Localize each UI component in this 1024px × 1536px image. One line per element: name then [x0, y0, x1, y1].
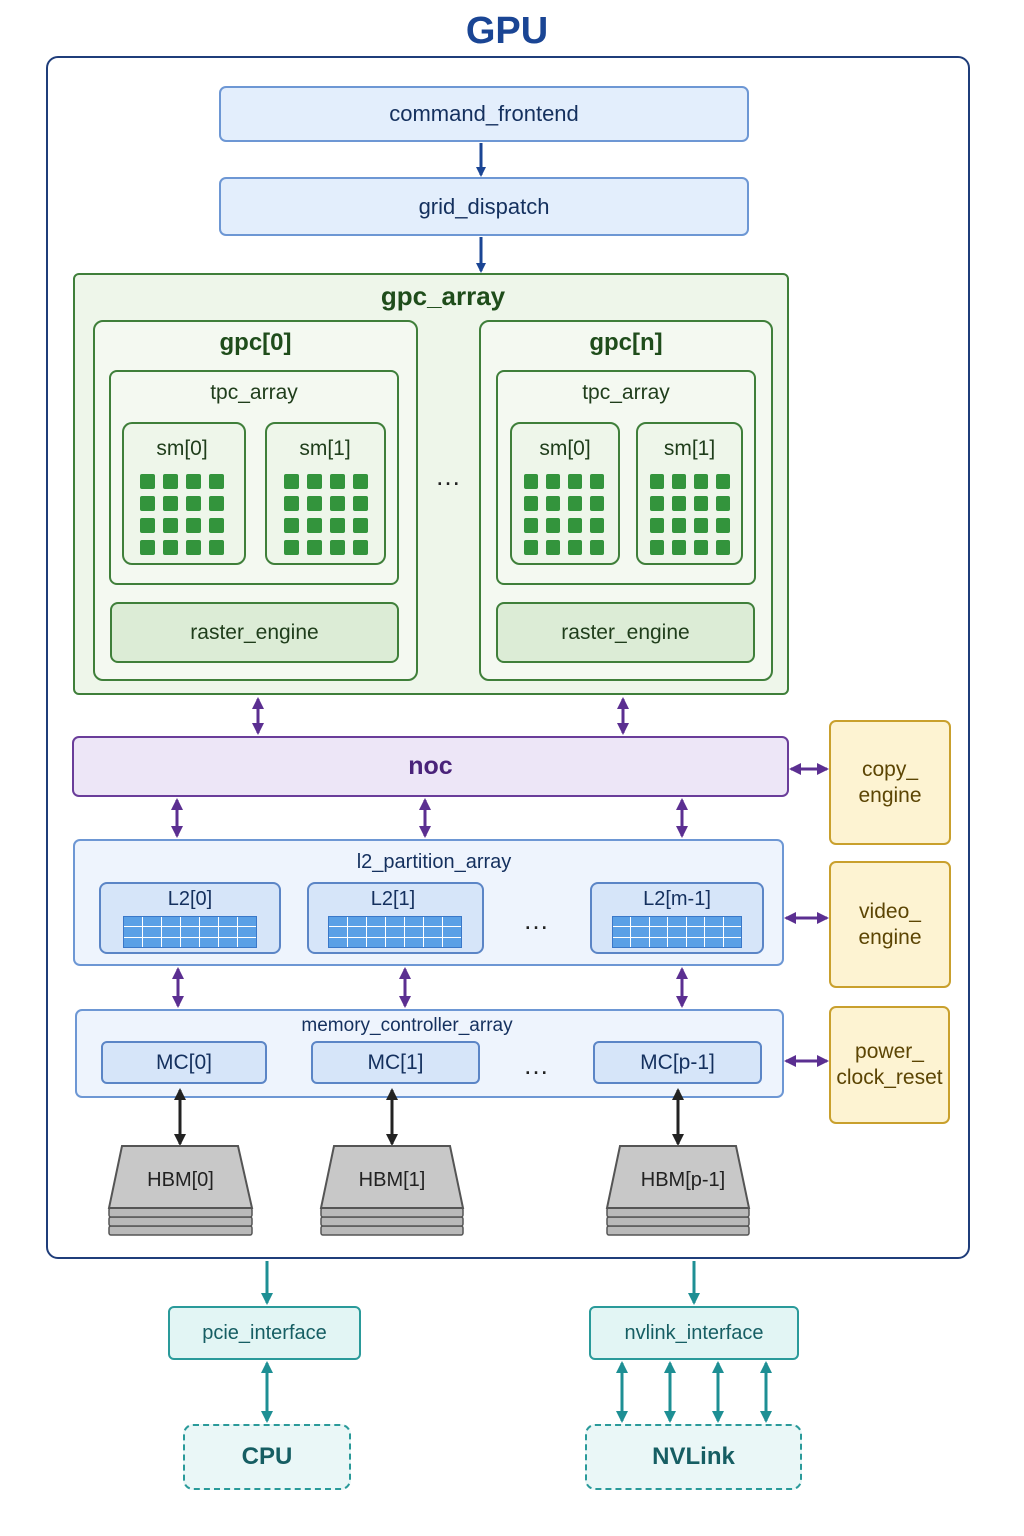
sm-core-grid — [140, 474, 224, 555]
gpc-title: gpc[0] — [219, 329, 292, 356]
noc-block: noc — [72, 736, 789, 797]
grid-dispatch-block: grid_dispatch — [219, 177, 749, 236]
gpc-ellipsis: … — [435, 460, 463, 491]
hbm-label: HBM[p-1] — [640, 1168, 726, 1191]
l2-cache-lines — [328, 916, 462, 948]
hbm-stack-0 — [107, 1145, 254, 1236]
sm-title: sm[1] — [663, 437, 716, 460]
video-engine-label-line2: engine — [858, 925, 922, 949]
l2-partition-title: L2[m-1] — [643, 887, 711, 910]
pcie-interface-block: pcie_interface — [168, 1306, 361, 1360]
copy-engine-block: copy_ engine — [829, 720, 951, 845]
sm-title: sm[1] — [299, 437, 351, 460]
nvlink-external-block: NVLink — [585, 1424, 802, 1490]
command-frontend-block: command_frontend — [219, 86, 749, 142]
copy-engine-label-line1: copy_ — [861, 757, 919, 781]
power-clock-reset-label-line1: power_ — [855, 1040, 924, 1063]
memory-controller-block: MC[1] — [311, 1041, 480, 1084]
memory-controller-block: MC[p-1] — [593, 1041, 762, 1084]
l2-ellipsis: … — [523, 904, 551, 935]
nvlink-interface-block: nvlink_interface — [589, 1306, 799, 1360]
hbm-label: HBM[0] — [147, 1168, 214, 1191]
video-engine-block: video_ engine — [829, 861, 951, 988]
sm-core-grid — [650, 474, 730, 555]
power-clock-reset-block: power_ clock_reset — [829, 1006, 950, 1124]
power-clock-reset-label-line2: clock_reset — [836, 1066, 943, 1089]
memory-controller-block: MC[0] — [101, 1041, 267, 1084]
raster-engine-block: raster_engine — [496, 602, 755, 663]
l2-partition-title: L2[1] — [370, 887, 416, 910]
l2-cache-lines — [123, 916, 257, 948]
sm-title: sm[0] — [539, 437, 591, 460]
hbm-stack-1 — [319, 1145, 465, 1236]
video-engine-label-line1: video_ — [859, 899, 921, 923]
tpc-array-title: tpc_array — [582, 381, 670, 404]
gpc-title: gpc[n] — [589, 329, 663, 356]
hbm-stack-p — [605, 1145, 751, 1236]
cpu-external-block: CPU — [183, 1424, 351, 1490]
sm-core-grid — [284, 474, 368, 555]
gpu-container — [46, 56, 970, 1259]
sm-core-grid — [524, 474, 604, 555]
sm-title: sm[0] — [156, 437, 208, 460]
gpu-title: GPU — [465, 9, 549, 52]
tpc-array-title: tpc_array — [210, 381, 298, 404]
gpc-array-title: gpc_array — [380, 280, 506, 311]
mc-ellipsis: … — [523, 1049, 551, 1080]
l2-partition-array-title: l2_partition_array — [356, 850, 512, 873]
l2-partition-title: L2[0] — [167, 887, 213, 910]
l2-cache-lines — [612, 916, 742, 948]
memory-controller-array-title: memory_controller_array — [301, 1015, 513, 1036]
raster-engine-block: raster_engine — [110, 602, 399, 663]
copy-engine-label-line2: engine — [858, 783, 922, 807]
hbm-label: HBM[1] — [358, 1168, 426, 1191]
